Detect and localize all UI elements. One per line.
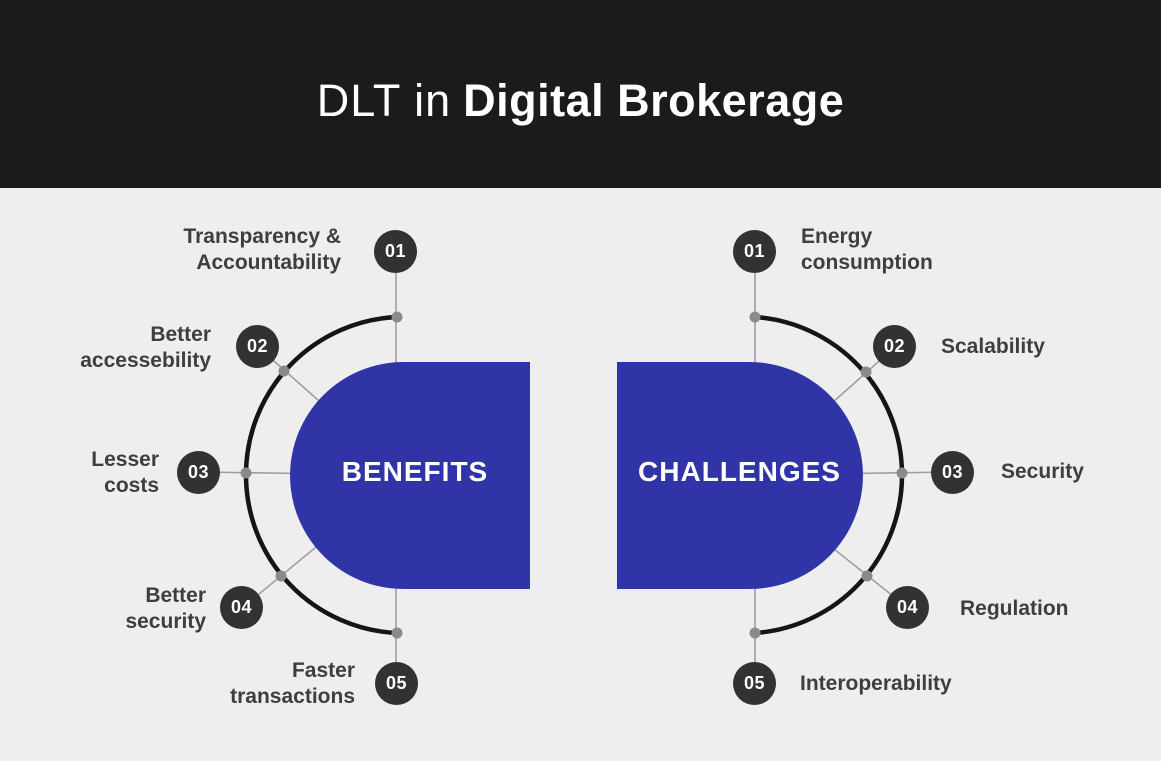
benefits-node-dots [240, 311, 403, 639]
step-number: 01 [743, 241, 766, 261]
node-dot [391, 627, 403, 639]
page-title-bold: Digital Brokerage [463, 75, 845, 126]
step-number: 05 [743, 673, 766, 693]
step-number: 05 [385, 673, 408, 693]
step-number: 01 [384, 241, 407, 261]
challenges-title: CHALLENGES [638, 456, 841, 487]
benefits-label-05: Faster transactions [230, 659, 355, 708]
challenges-step-02: 02 [873, 325, 916, 368]
benefits-shape [290, 362, 530, 589]
benefits-step-05: 05 [375, 662, 418, 705]
page-title-light: DLT in [316, 75, 452, 126]
challenges-node-dots [749, 311, 908, 639]
benefits-step-03: 03 [177, 451, 220, 494]
challenges-label-02: Scalability [941, 335, 1045, 358]
benefits-label-04: Better security [125, 584, 206, 633]
challenges-label-01: Energy consumption [801, 225, 933, 274]
step-number: 04 [230, 597, 253, 617]
challenges-label-05: Interoperability [800, 672, 952, 695]
benefits-label-01: Transparency & Accountability [183, 225, 341, 274]
challenges-shape [617, 362, 863, 589]
node-dot [391, 311, 403, 323]
node-dot [896, 467, 908, 479]
node-dot [860, 366, 872, 378]
challenges-step-05: 05 [733, 662, 776, 705]
challenges-step-04: 04 [886, 586, 929, 629]
challenges-step-01: 01 [733, 230, 776, 273]
step-number: 02 [883, 336, 906, 356]
node-dot [749, 311, 761, 323]
benefits-label-03: Lesser costs [91, 448, 159, 497]
benefits-step-01: 01 [374, 230, 417, 273]
challenges-step-03: 03 [931, 451, 974, 494]
benefits-step-02: 02 [236, 325, 279, 368]
benefits-label-02: Better accessebility [80, 323, 211, 372]
step-number: 03 [187, 462, 210, 482]
node-dot [749, 627, 761, 639]
node-dot [861, 570, 873, 582]
step-number: 02 [246, 336, 269, 356]
challenges-label-04: Regulation [960, 597, 1069, 620]
node-dot [275, 570, 287, 582]
node-dot [278, 365, 290, 377]
benefits-step-04: 04 [220, 586, 263, 629]
benefits-title: BENEFITS [341, 456, 489, 487]
step-number: 04 [896, 597, 919, 617]
challenges-label-03: Security [1001, 460, 1084, 483]
step-number: 03 [941, 462, 964, 482]
node-dot [240, 467, 252, 479]
